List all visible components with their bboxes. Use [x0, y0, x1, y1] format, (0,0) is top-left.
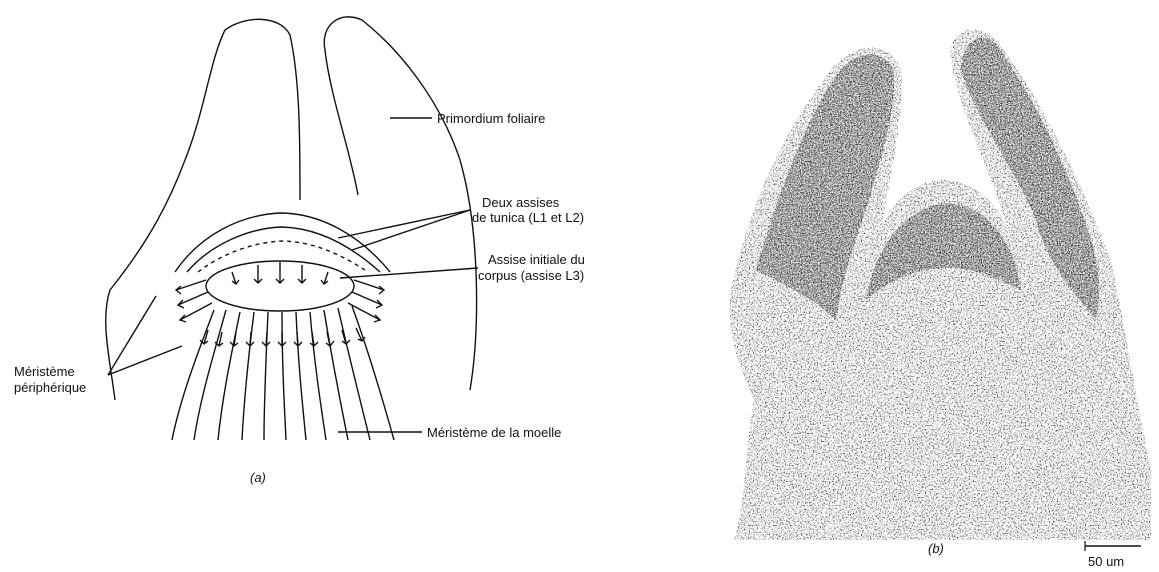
shoot-apex-diagram: Primordium foliaire Deux assises de tuni… [0, 0, 680, 572]
shoot-apex-micrograph: (b) 50 um [716, 0, 1159, 572]
label-corpus-1: Assise initiale du [488, 252, 585, 267]
label-pith: Méristème de la moelle [427, 425, 561, 440]
tunica-layer-l1 [175, 213, 390, 272]
caption-b: (b) [928, 541, 944, 556]
leader-corpus [340, 268, 478, 278]
scale-bar-label: 50 um [1088, 554, 1124, 569]
micrograph-tissue [730, 30, 1151, 540]
tunica-layer-l2 [187, 227, 380, 272]
label-peripheral-2: périphérique [14, 380, 86, 395]
label-primordium: Primordium foliaire [437, 111, 545, 126]
pith-meristem-files [172, 306, 394, 440]
right-leaf-primordium [324, 17, 476, 390]
label-tunica-2: de tunica (L1 et L2) [472, 210, 584, 225]
label-corpus-2: corpus (assise L3) [478, 268, 584, 283]
label-tunica-1: Deux assises [482, 195, 560, 210]
central-zone-arrows [232, 262, 328, 284]
leader-tunica-2 [352, 210, 470, 250]
label-peripheral-1: Méristème [14, 364, 75, 379]
leader-tunica-1 [338, 210, 470, 238]
leader-peripheral-2 [108, 346, 182, 375]
leader-peripheral-1 [108, 296, 156, 375]
caption-a: (a) [250, 470, 266, 485]
corpus-layer-l3 [198, 241, 368, 272]
